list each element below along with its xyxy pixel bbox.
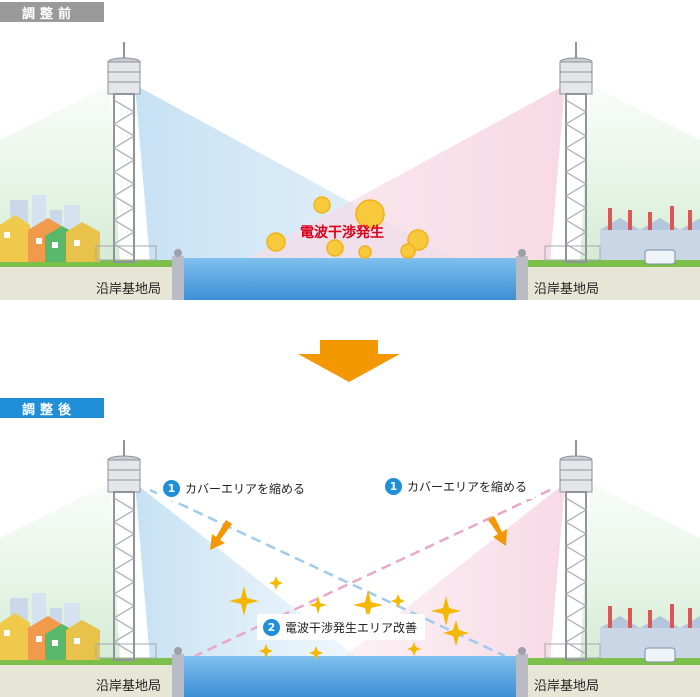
left-green-beam xyxy=(0,85,120,262)
step-number-badge: 1 xyxy=(385,477,402,495)
callout-text: カバーエリアを縮める xyxy=(407,479,528,494)
before-tag: 調整前 xyxy=(0,2,104,22)
after-scene xyxy=(0,440,700,697)
right-tower xyxy=(559,42,593,263)
after-tag: 調整後 xyxy=(0,398,104,418)
after-panel: 調整後 xyxy=(0,398,700,697)
callout-shrink-right: 1 カバーエリアを縮める xyxy=(379,473,536,499)
left-ground xyxy=(0,266,178,300)
after-left-city xyxy=(0,593,157,660)
after-left-ground xyxy=(0,664,178,697)
after-right-factory xyxy=(544,604,700,663)
after-left-tower xyxy=(107,440,141,661)
step-number-badge: 2 xyxy=(263,618,280,636)
callout-text: 電波干渉発生エリア改善 xyxy=(285,620,418,635)
after-left-green-beam xyxy=(0,483,120,660)
after-right-tower xyxy=(559,440,593,661)
right-pier xyxy=(516,256,528,300)
after-left-station-label: 沿岸基地局 xyxy=(96,679,162,694)
interference-label: 電波干渉発生 xyxy=(300,225,384,241)
left-city xyxy=(0,195,157,262)
left-grass xyxy=(0,260,178,267)
before-scene xyxy=(0,42,700,300)
callout-shrink-left: 1 カバーエリアを縮める xyxy=(157,475,314,501)
callout-text: カバーエリアを縮める xyxy=(185,481,306,496)
before-right-station-label: 沿岸基地局 xyxy=(534,282,600,297)
callout-improvement: 2 電波干渉発生エリア改善 xyxy=(257,614,426,640)
left-pier xyxy=(172,256,184,300)
left-tower xyxy=(107,42,141,263)
right-grass xyxy=(522,260,700,267)
before-panel: 調整前 xyxy=(0,0,700,300)
after-right-station-label: 沿岸基地局 xyxy=(534,679,600,694)
step-number-badge: 1 xyxy=(163,479,180,497)
sparkle-icons xyxy=(229,576,469,660)
down-arrow-icon xyxy=(298,340,400,382)
right-ground xyxy=(522,266,700,300)
transition-arrow xyxy=(298,340,400,382)
old-pink-coverage-line xyxy=(194,488,551,658)
interference-bursts xyxy=(266,196,429,259)
right-pink-beam xyxy=(240,85,565,262)
old-blue-coverage-line xyxy=(149,488,506,658)
after-right-ground xyxy=(522,664,700,697)
right-factory xyxy=(544,206,700,265)
after-water xyxy=(184,656,516,697)
shrink-arrow-right-icon xyxy=(488,516,507,546)
before-left-station-label: 沿岸基地局 xyxy=(96,282,162,297)
shrink-arrow-left-icon xyxy=(210,520,232,550)
water xyxy=(184,258,516,300)
